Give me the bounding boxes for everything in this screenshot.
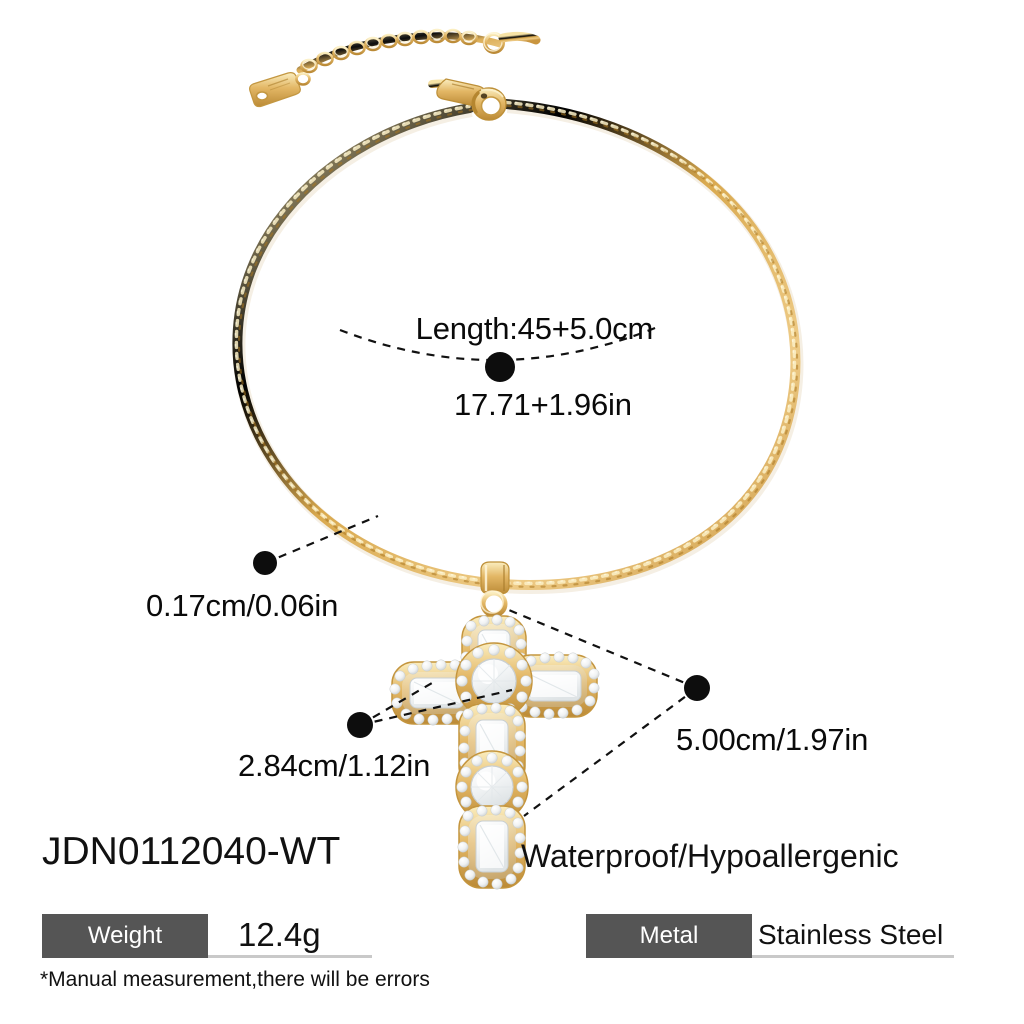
thickness-dot <box>253 551 277 575</box>
spec-row-metal: Metal Stainless Steel <box>586 914 954 958</box>
height-leader-bottom <box>523 687 698 817</box>
spec-key-weight: Weight <box>42 914 208 958</box>
cross-pendant <box>389 614 600 890</box>
spec-key-metal: Metal <box>586 914 752 958</box>
cross-lower-segment-2 <box>455 750 529 824</box>
product-code: JDN0112040-WT <box>42 830 341 873</box>
feature-text: Waterproof/Hypoallergenic <box>521 838 899 874</box>
width-leader-right <box>359 688 513 727</box>
height-leader-top <box>503 606 698 690</box>
spec-value-weight: 12.4g <box>208 914 372 958</box>
pendant-bail <box>480 561 510 618</box>
spec-value-metal: Stainless Steel <box>752 914 954 958</box>
length-label: Length:45+5.0cm 17.71+1.96in <box>382 272 654 500</box>
length-dot <box>485 352 515 382</box>
pendant-height-label: 5.00cm/1.97in <box>676 722 869 757</box>
cross-center-stone <box>455 642 533 720</box>
cross-lower-segment-3 <box>457 804 526 890</box>
chain-thickness-label: 0.17cm/0.06in <box>146 588 339 623</box>
length-label-cm: Length:45+5.0cm <box>415 311 654 346</box>
height-dot <box>684 675 710 701</box>
extender-ring <box>483 31 541 54</box>
measurement-leaders <box>264 324 698 817</box>
extender-chain <box>249 28 541 108</box>
measurement-dots <box>253 352 710 738</box>
end-tag <box>249 72 301 108</box>
thickness-leader <box>264 514 379 565</box>
lobster-clasp <box>428 78 507 121</box>
pendant-width-label: 2.84cm/1.12in <box>238 748 431 783</box>
length-label-in: 17.71+1.96in <box>454 387 632 422</box>
spec-row-weight: Weight 12.4g <box>42 914 372 958</box>
measurement-disclaimer: *Manual measurement,there will be errors <box>40 968 430 991</box>
width-dot <box>347 712 373 738</box>
